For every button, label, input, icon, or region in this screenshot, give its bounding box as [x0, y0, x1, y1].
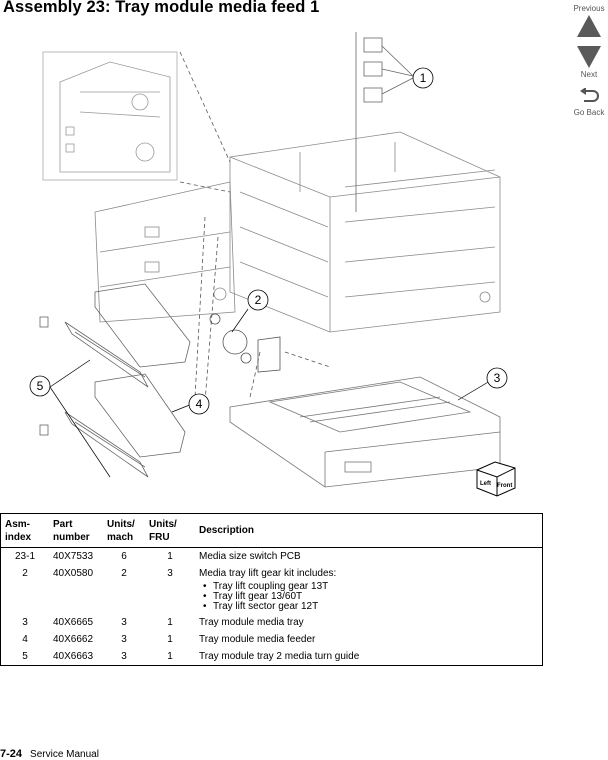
down-triangle-icon: [577, 46, 601, 68]
callout-1: 1: [412, 67, 434, 89]
cell-fru: 1: [167, 551, 173, 562]
box-front-text: Front: [497, 483, 512, 489]
cell-mach: 6: [121, 551, 127, 562]
parts-table: Asm- index Part number Units/ mach Units…: [0, 513, 543, 666]
table-row: 23-1 40X7533 6 1 Media size switch PCB: [1, 548, 543, 566]
header-description: Description: [195, 513, 543, 548]
header-units-mach: Units/ mach: [103, 513, 145, 548]
cell-asm: 3: [22, 617, 28, 628]
page-title: Assembly 23: Tray module media feed 1: [3, 0, 320, 16]
cell-fru: 1: [167, 651, 173, 662]
box-left-text: Left: [480, 481, 491, 487]
cell-mach: 3: [121, 634, 127, 645]
callout-2: 2: [247, 289, 269, 311]
media-feeder-lower: [39, 373, 186, 478]
inset-detail: [59, 61, 171, 173]
cell-desc: Media size switch PCB: [199, 551, 301, 562]
table-row: 5 40X6663 3 1 Tray module tray 2 media t…: [1, 648, 543, 666]
header-part-number: Part number: [49, 513, 103, 548]
lift-gear-kit: [209, 313, 281, 373]
cell-part: 40X6663: [53, 651, 94, 662]
cell-desc: Tray module media tray: [199, 617, 304, 628]
media-feeder-upper: [39, 283, 191, 388]
svg-text:3: 3: [494, 371, 501, 385]
kit-item: Tray lift gear 13/60T: [203, 592, 538, 603]
previous-button[interactable]: Previous: [570, 4, 608, 37]
cell-asm: 23-1: [14, 551, 35, 562]
go-back-button[interactable]: Go Back: [570, 88, 608, 117]
callout-5: 5: [29, 375, 51, 397]
cell-desc-text: Media tray lift gear kit includes:: [199, 568, 337, 579]
return-arrow-icon: [580, 88, 599, 102]
cell-mach: 3: [121, 617, 127, 628]
cell-desc: Tray module tray 2 media turn guide: [199, 651, 360, 662]
callout-4: 4: [188, 393, 210, 415]
next-label: Next: [580, 70, 598, 79]
page-number: 7-24: [0, 748, 23, 760]
tray-module-cabinet: [94, 131, 501, 333]
cell-part: 40X6662: [53, 634, 94, 645]
previous-label: Previous: [573, 4, 605, 13]
svg-text:5: 5: [37, 379, 44, 393]
exploded-parts-diagram: 1 2 3 4 5 Left Front: [29, 32, 516, 497]
callout-3: 3: [486, 367, 508, 389]
kit-item: Tray lift sector gear 12T: [203, 602, 538, 613]
cell-part: 40X6665: [53, 617, 94, 628]
cell-part: 40X7533: [53, 551, 94, 562]
svg-text:4: 4: [196, 397, 203, 411]
cell-desc: Tray module media feeder: [199, 634, 316, 645]
kit-contents-list: Tray lift coupling gear 13T Tray lift ge…: [199, 582, 538, 613]
table-row: 4 40X6662 3 1 Tray module media feeder: [1, 631, 543, 648]
cell-desc: Media tray lift gear kit includes: Tray …: [195, 565, 543, 614]
cell-asm: 2: [22, 568, 28, 579]
cell-part: 40X0580: [53, 568, 94, 579]
table-header-row: Asm- index Part number Units/ mach Units…: [0, 513, 543, 548]
go-back-label: Go Back: [573, 108, 605, 117]
table-row: 2 40X0580 2 3 Media tray lift gear kit i…: [1, 565, 543, 614]
cell-fru: 1: [167, 634, 173, 645]
next-button[interactable]: Next: [570, 46, 608, 79]
media-tray: [229, 376, 501, 488]
orientation-cube: [476, 461, 516, 497]
cell-mach: 2: [121, 568, 127, 579]
svg-text:1: 1: [420, 71, 427, 85]
cell-fru: 3: [167, 568, 173, 579]
cell-mach: 3: [121, 651, 127, 662]
cell-asm: 4: [22, 634, 28, 645]
header-asm-index: Asm- index: [0, 513, 49, 548]
up-triangle-icon: [577, 15, 601, 37]
table-row: 3 40X6665 3 1 Tray module media tray: [1, 614, 543, 631]
manual-name: Service Manual: [30, 749, 99, 760]
media-size-switch-pcbs: [355, 32, 414, 212]
header-units-fru: Units/ FRU: [145, 513, 195, 548]
svg-text:2: 2: [255, 293, 262, 307]
cell-asm: 5: [22, 651, 28, 662]
kit-item: Tray lift coupling gear 13T: [203, 582, 538, 593]
cell-fru: 1: [167, 617, 173, 628]
page-footer: 7-24 Service Manual: [0, 748, 99, 760]
